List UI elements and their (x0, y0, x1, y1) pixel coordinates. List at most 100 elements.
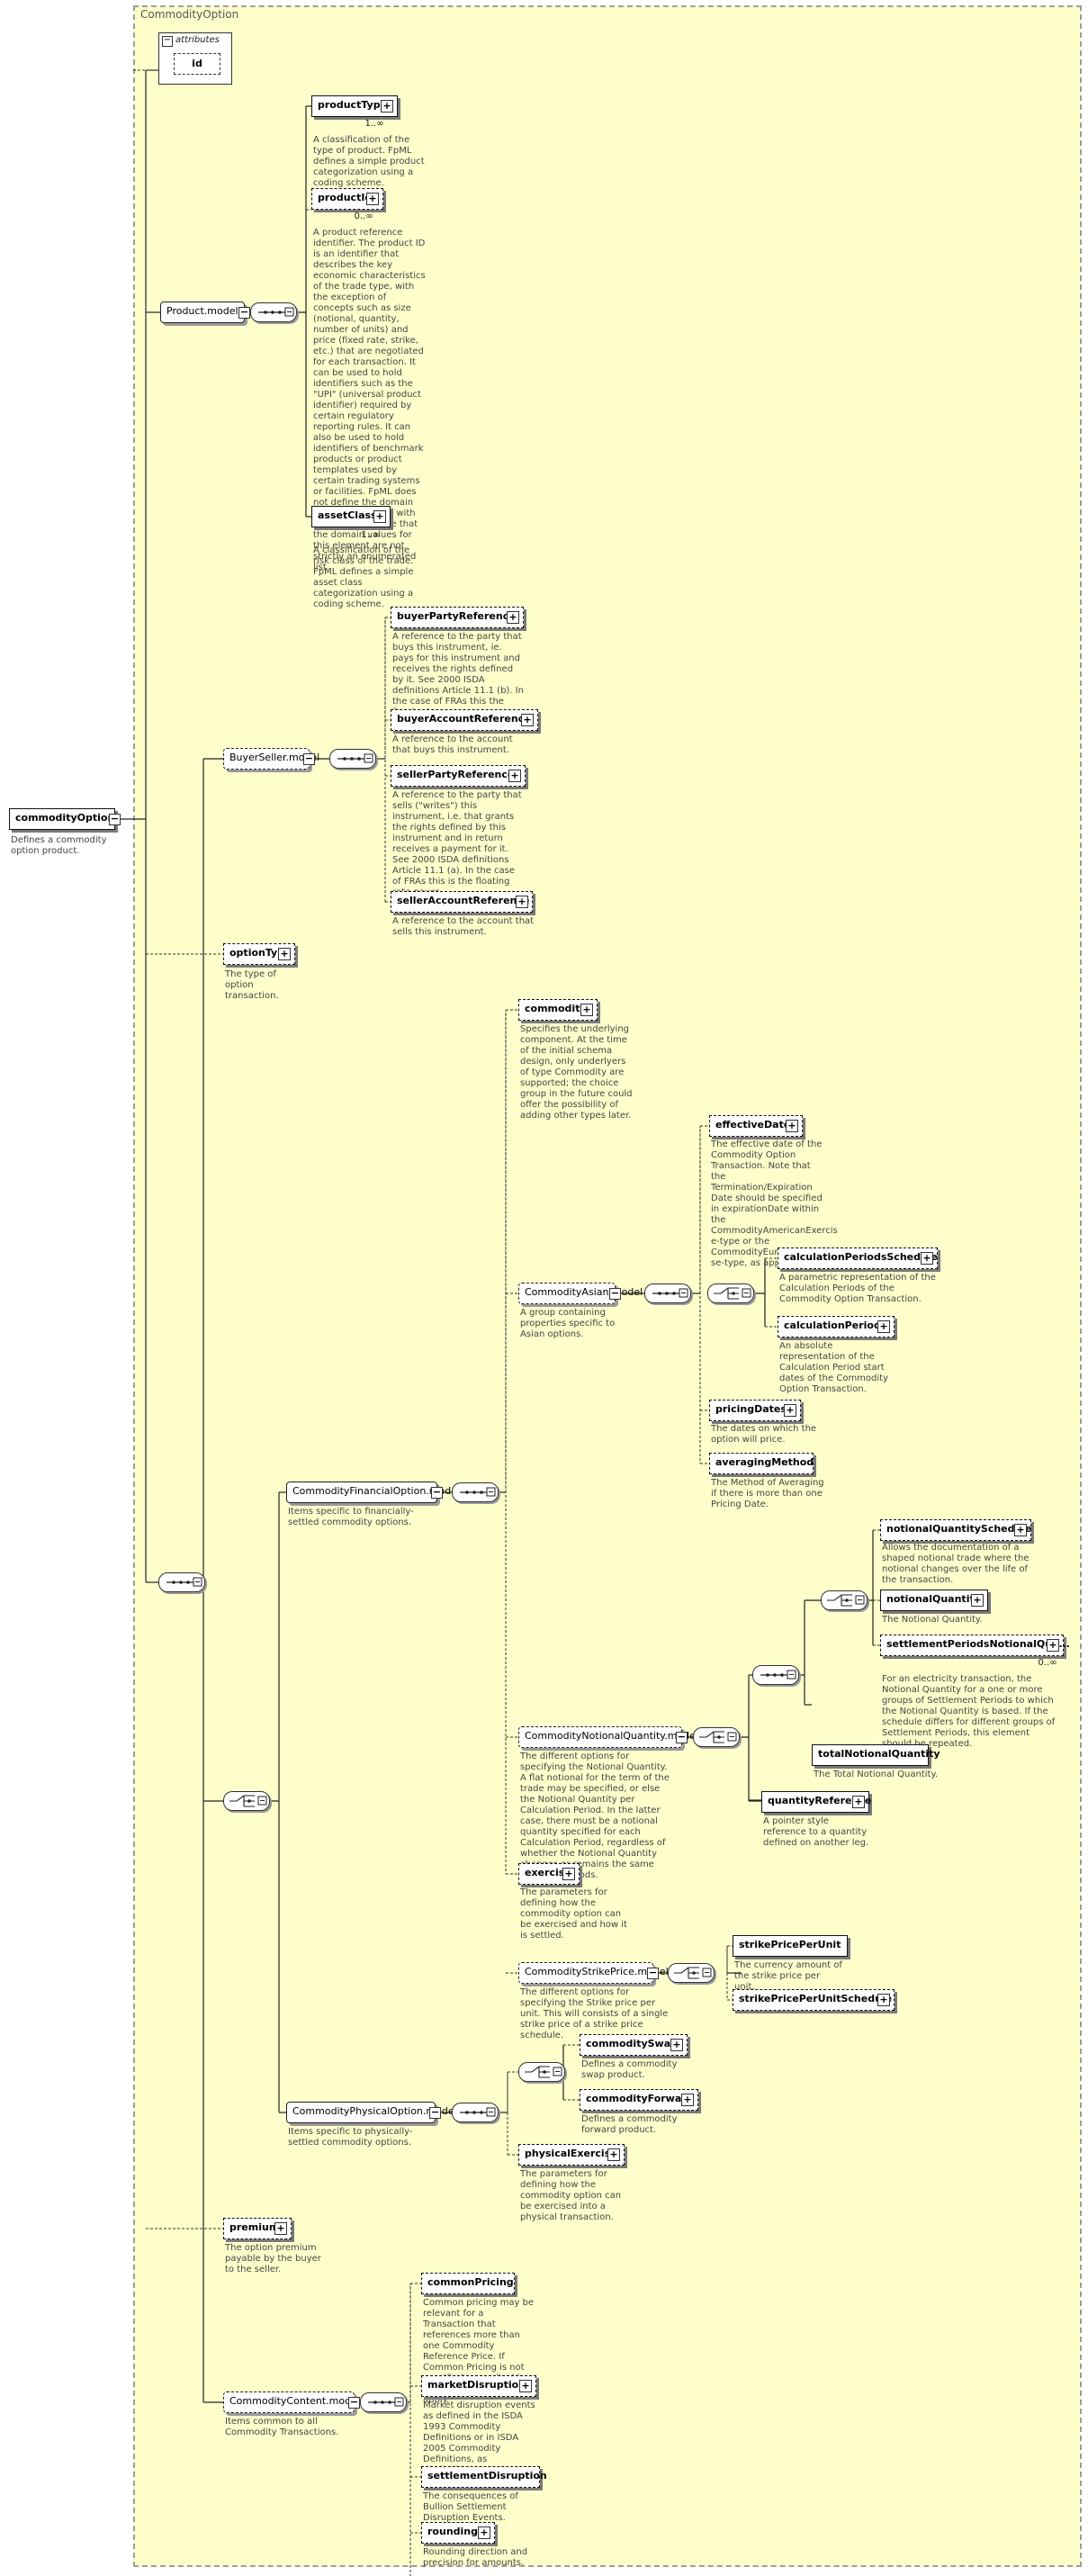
sequence-icon[interactable] (644, 1283, 691, 1303)
element-rounding[interactable]: rounding+ (421, 2522, 495, 2544)
expand-icon[interactable]: + (877, 1320, 890, 1333)
expand-icon[interactable]: + (1047, 1639, 1059, 1652)
expand-icon[interactable]: + (607, 2148, 620, 2161)
expand-icon[interactable]: + (366, 193, 379, 205)
sequence-icon[interactable] (752, 1665, 799, 1685)
expand-icon[interactable]: + (784, 1404, 796, 1417)
element-quantity-reference[interactable]: quantityReference+ (761, 1791, 871, 1813)
collapse-icon[interactable]: − (609, 1287, 621, 1300)
element-desc: Allows the documentation of a shaped not… (882, 1543, 1030, 1585)
element-product-type[interactable]: productType+ (311, 95, 398, 117)
collapse-icon[interactable]: − (429, 2106, 441, 2119)
element-common-pricing[interactable]: commonPricing (421, 2273, 515, 2294)
expand-icon[interactable]: + (508, 770, 521, 782)
expand-icon[interactable]: + (580, 1004, 593, 1016)
expand-icon[interactable]: + (507, 611, 519, 624)
element-effective-date[interactable]: effectiveDate+ (709, 1115, 803, 1137)
element-seller-account-reference[interactable]: sellerAccountReference+ (391, 891, 533, 913)
choice-icon[interactable] (693, 1727, 740, 1747)
element-label: averagingMethod (715, 1456, 814, 1468)
root-element-commodity-option[interactable]: commodityOption − (9, 808, 121, 830)
sequence-icon[interactable] (360, 2392, 407, 2412)
expand-icon[interactable]: + (786, 1120, 798, 1132)
sequence-icon[interactable] (250, 302, 297, 322)
group-commodity-strike-price-model[interactable]: CommodityStrikePrice.model − (518, 1962, 669, 1984)
expand-icon[interactable]: + (381, 100, 393, 113)
choice-icon[interactable] (821, 1590, 868, 1610)
collapse-icon[interactable]: − (348, 2396, 360, 2409)
element-commodity[interactable]: commodity+ (518, 999, 598, 1021)
element-asset-class[interactable]: assetClass+ (311, 506, 391, 527)
group-commodity-physical-option-model[interactable]: CommodityPhysicalOption.model − (286, 2102, 457, 2123)
expand-icon[interactable]: + (562, 1868, 575, 1880)
expand-icon[interactable]: + (521, 714, 534, 726)
expand-icon[interactable]: + (373, 510, 386, 523)
element-averaging-method[interactable]: averagingMethod (709, 1453, 814, 1474)
collapse-icon[interactable]: − (162, 35, 173, 47)
element-desc: The currency amount of the strike price … (734, 1960, 842, 1992)
expand-icon[interactable]: + (519, 2380, 532, 2392)
choice-icon[interactable] (707, 1283, 754, 1303)
cardinality: 0..∞ (354, 212, 373, 221)
element-desc: The dates on which the option will price… (711, 1424, 817, 1445)
element-total-notional-quantity[interactable]: totalNotionalQuantity (812, 1744, 940, 1766)
expand-icon[interactable]: + (921, 1252, 933, 1265)
element-label: notionalQuantity (886, 1593, 981, 1605)
expand-icon[interactable]: + (971, 1594, 984, 1607)
element-calculation-periods[interactable]: calculationPeriods+ (778, 1316, 895, 1338)
expand-icon[interactable]: + (1014, 1524, 1027, 1536)
element-desc: The Notional Quantity. (882, 1615, 983, 1625)
attribute-id[interactable]: id (174, 53, 220, 75)
element-commodity-swap[interactable]: commoditySwap+ (580, 2034, 688, 2056)
element-pricing-dates[interactable]: pricingDates+ (709, 1400, 801, 1421)
choice-icon[interactable] (518, 2062, 565, 2082)
element-buyer-party-reference[interactable]: buyerPartyReference+ (391, 607, 524, 628)
collapse-icon[interactable]: − (431, 1486, 443, 1499)
expand-icon[interactable]: + (278, 948, 291, 960)
element-market-disruption[interactable]: marketDisruption+ (421, 2375, 536, 2397)
element-label: settlementDisruption (427, 2470, 547, 2481)
element-exercise[interactable]: exercise+ (518, 1863, 580, 1885)
collapse-icon[interactable]: − (238, 306, 250, 319)
group-commodity-asian-model[interactable]: CommodityAsian.model − (518, 1283, 643, 1304)
sequence-icon[interactable] (329, 749, 376, 769)
group-buyer-seller-model[interactable]: BuyerSeller.model − (223, 748, 319, 770)
expand-icon[interactable]: + (681, 2094, 694, 2106)
group-commodity-financial-option-model[interactable]: CommodityFinancialOption.model − (286, 1482, 460, 1503)
element-strike-price-per-unit-schedule[interactable]: strikePricePerUnitSchedule+ (733, 1989, 895, 2011)
choice-icon[interactable] (223, 1791, 270, 1811)
expand-icon[interactable]: + (478, 2526, 490, 2539)
group-commodity-notional-quantity-model[interactable]: CommodityNotionalQuantity.model − (518, 1726, 698, 1748)
collapse-icon[interactable]: − (676, 1731, 688, 1743)
element-premium[interactable]: premium+ (223, 2218, 292, 2239)
element-product-id[interactable]: productId+ (311, 188, 383, 210)
element-notional-quantity[interactable]: notionalQuantity+ (880, 1590, 988, 1611)
expand-icon[interactable]: + (670, 2039, 683, 2051)
sequence-icon[interactable] (158, 1572, 205, 1592)
element-settlement-disruption[interactable]: settlementDisruption (421, 2466, 547, 2488)
collapse-icon[interactable]: − (647, 1967, 659, 1979)
element-option-type[interactable]: optionType+ (223, 943, 295, 965)
expand-icon[interactable]: + (274, 2222, 287, 2235)
sequence-icon[interactable] (452, 2103, 499, 2122)
collapse-icon[interactable]: − (303, 752, 315, 765)
element-calculation-periods-schedule[interactable]: calculationPeriodsSchedule+ (778, 1247, 938, 1269)
sequence-icon[interactable] (452, 1482, 499, 1502)
element-seller-party-reference[interactable]: sellerPartyReference+ (391, 765, 526, 787)
element-notional-quantity-schedule[interactable]: notionalQuantitySchedule+ (880, 1519, 1032, 1541)
element-commodity-forward[interactable]: commodityForward+ (580, 2089, 698, 2111)
element-physical-exercise[interactable]: physicalExercise+ (518, 2144, 625, 2166)
group-commodity-content-model[interactable]: CommodityContent.model − (223, 2391, 360, 2413)
element-buyer-account-reference[interactable]: buyerAccountReference+ (391, 709, 538, 731)
group-product-model[interactable]: Product.model − (160, 302, 250, 323)
collapse-icon[interactable]: − (109, 813, 121, 825)
expand-icon[interactable]: + (852, 1796, 865, 1808)
attributes-box[interactable]: − attributes id (158, 32, 232, 85)
choice-icon[interactable] (668, 1963, 715, 1983)
group-desc: Items common to all Commodity Transactio… (225, 2417, 339, 2437)
expand-icon[interactable]: + (877, 1994, 890, 2006)
expand-icon[interactable]: + (516, 896, 528, 908)
element-strike-price-per-unit[interactable]: strikePricePerUnit (733, 1935, 848, 1957)
element-settlement-periods-notional-quantity[interactable]: settlementPeriodsNotionalQua...+ (880, 1635, 1070, 1656)
group-label: BuyerSeller.model (229, 752, 320, 763)
